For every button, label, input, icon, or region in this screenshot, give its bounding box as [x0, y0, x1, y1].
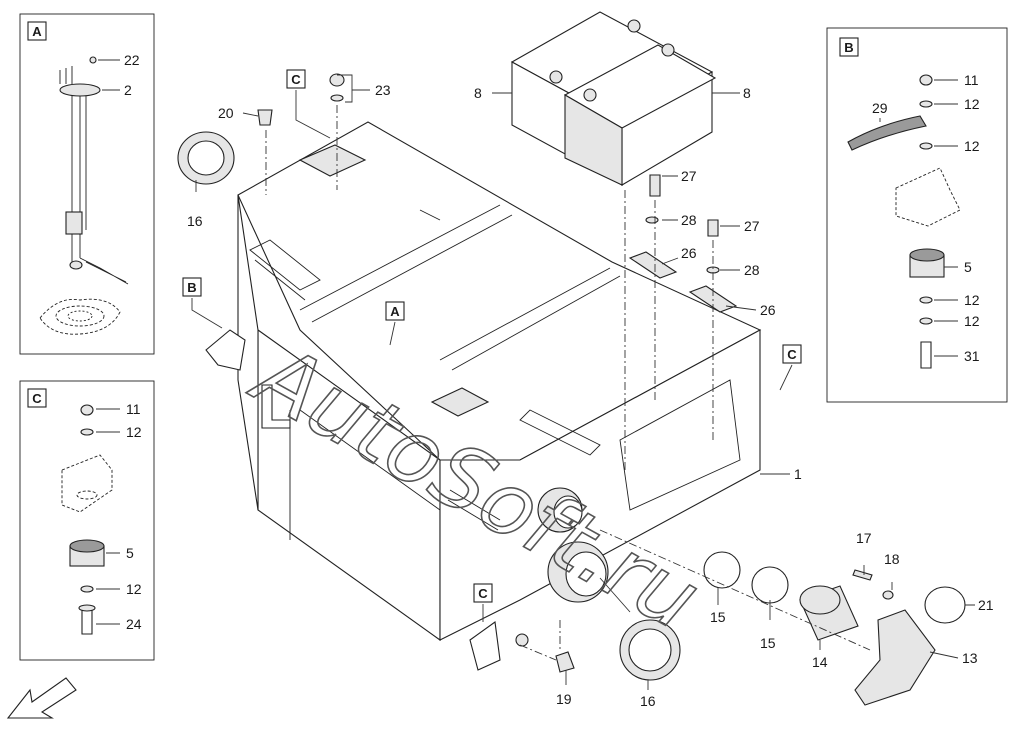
callout-28b: 28 [744, 262, 760, 278]
callout-b-29: 29 [872, 100, 888, 116]
callout-23: 23 [375, 82, 391, 98]
batteries [510, 11, 717, 186]
view-marker-c3: C [478, 586, 488, 601]
callout-20: 20 [218, 105, 234, 121]
callout-c-12: 12 [126, 424, 142, 440]
washer-18 [882, 590, 894, 600]
callout-b-12c: 12 [964, 292, 980, 308]
bolt-17 [852, 569, 873, 581]
bolt-27b [707, 219, 719, 237]
alignment-lines [265, 105, 871, 661]
callout-13: 13 [962, 650, 978, 666]
callout-16a: 16 [187, 213, 203, 229]
callout-27b: 27 [744, 218, 760, 234]
callout-27a: 27 [681, 168, 697, 184]
callout-1: 1 [794, 466, 802, 482]
callout-17: 17 [856, 530, 872, 546]
callout-b-12d: 12 [964, 313, 980, 329]
callout-14: 14 [812, 654, 828, 670]
callout-26a: 26 [681, 245, 697, 261]
detail-box-a-label: A [32, 24, 42, 39]
callout-b-11: 11 [964, 72, 979, 88]
callout-15a: 15 [710, 609, 726, 625]
callout-8b: 8 [743, 85, 751, 101]
main-callouts: 20 23 16 8 8 27 28 27 26 28 26 1 17 18 2… [187, 82, 994, 709]
bolt-27a [649, 174, 661, 197]
callout-16b: 16 [640, 693, 656, 709]
view-markers: C B A C C [182, 69, 802, 622]
callout-22: 22 [124, 52, 140, 68]
callout-c-12b: 12 [126, 581, 142, 597]
callout-18: 18 [884, 551, 900, 567]
callout-b-12: 12 [964, 96, 980, 112]
view-marker-c1: C [291, 72, 301, 87]
callout-c-24: 24 [126, 616, 142, 632]
detail-box-a: A 22 2 [19, 13, 155, 355]
detail-box-b: B 11 12 29 12 5 12 12 31 [826, 27, 1008, 403]
callout-15b: 15 [760, 635, 776, 651]
view-marker-a: A [390, 304, 400, 319]
callout-b-31: 31 [964, 348, 980, 364]
view-marker-c2: C [787, 347, 797, 362]
cap-21 [924, 586, 966, 624]
fuel-tank-battery-box [205, 121, 762, 671]
detail-box-c-label: C [32, 391, 42, 406]
cap-20 [257, 109, 273, 126]
detail-box-c: C 11 12 5 12 24 [19, 380, 155, 661]
fuel-level-sender [39, 66, 129, 335]
callout-c-11: 11 [126, 401, 141, 417]
view-marker-b: B [187, 280, 196, 295]
hose-clamp-15a [703, 551, 741, 589]
bolt-23 [329, 73, 345, 87]
callout-21: 21 [978, 597, 994, 613]
callout-c-5: 5 [126, 545, 134, 561]
elbow-13 [854, 609, 936, 706]
detail-box-b-label: B [844, 40, 853, 55]
callout-b-12b: 12 [964, 138, 980, 154]
callout-b-5: 5 [964, 259, 972, 275]
arrow-down-left-icon [6, 677, 77, 719]
callout-2: 2 [124, 82, 132, 98]
hose-clamp-15b [751, 566, 789, 604]
grommet-19 [555, 651, 575, 673]
callout-19: 19 [556, 691, 572, 707]
callout-8a: 8 [474, 85, 482, 101]
callout-26b: 26 [760, 302, 776, 318]
callout-28a: 28 [681, 212, 697, 228]
